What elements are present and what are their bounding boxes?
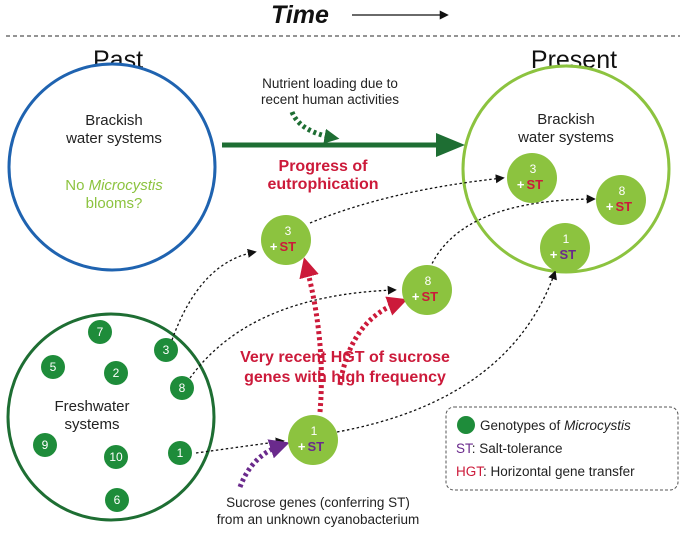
path-transit8-to-present <box>429 194 596 269</box>
freshwater-circle: Freshwater systems <box>6 312 216 522</box>
hgt-arrow-to-8 <box>337 296 408 386</box>
svg-text:+ST: +ST <box>270 239 296 254</box>
svg-text:3: 3 <box>285 224 292 238</box>
no-microcystis-text: No Microcystis <box>65 177 163 194</box>
svg-text:1: 1 <box>563 232 570 246</box>
time-label: Time <box>271 1 329 29</box>
blooms-text: blooms? <box>86 195 143 212</box>
past-brackish-line1: Brackish <box>85 112 143 129</box>
legend-genotype-swatch <box>457 416 475 434</box>
svg-text:+ST: +ST <box>550 247 576 262</box>
nutrient-line1: Nutrient loading due to <box>262 76 398 91</box>
present-brackish-line1: Brackish <box>537 111 595 128</box>
svg-text:3: 3 <box>163 343 170 357</box>
svg-text:+ST: +ST <box>517 177 543 192</box>
eutrophication-arrow <box>222 133 465 157</box>
hgt-text-line1: Very recent HGT of sucrose <box>240 349 450 366</box>
freshwater-line1: Freshwater <box>54 398 129 415</box>
transit-genotype-1: 1 +ST <box>288 415 338 465</box>
genotype-9: 9 <box>33 433 57 457</box>
freshwater-line2: systems <box>64 416 119 433</box>
path-8-to-transit <box>189 285 397 379</box>
eutrophication-line2: eutrophication <box>267 176 378 193</box>
genotype-2: 2 <box>104 361 128 385</box>
present-genotype-1: 1 +ST <box>540 223 590 273</box>
svg-text:+ST: +ST <box>298 439 324 454</box>
svg-text:8: 8 <box>179 381 186 395</box>
genotype-5: 5 <box>41 355 65 379</box>
nutrient-loading-arrow <box>289 110 340 144</box>
sucrose-line2: from an unknown cyanobacterium <box>217 512 420 527</box>
hgt-text-line2: genes with high frequency <box>244 369 446 386</box>
legend: Genotypes of Microcystis ST: Salt-tolera… <box>445 406 679 491</box>
svg-text:7: 7 <box>97 325 104 339</box>
genotype-8: 8 <box>170 376 194 400</box>
genotype-1: 1 <box>168 441 192 465</box>
svg-text:+ST: +ST <box>412 289 438 304</box>
past-brackish-circle: Brackish water systems No Microcystis bl… <box>7 62 217 272</box>
legend-hgt: HGT: Horizontal gene transfer <box>456 464 635 479</box>
legend-genotypes-text: Genotypes of Microcystis <box>480 418 631 433</box>
transit-genotype-3: 3 +ST <box>261 215 311 265</box>
svg-text:1: 1 <box>311 424 318 438</box>
present-brackish-line2: water systems <box>517 129 614 146</box>
sucrose-transfer-arrow <box>237 439 290 488</box>
hgt-arrow-to-3 <box>299 257 324 413</box>
svg-text:2: 2 <box>113 366 120 380</box>
svg-text:8: 8 <box>425 274 432 288</box>
present-genotype-3: 3 +ST <box>507 153 557 203</box>
genotype-6: 6 <box>105 488 129 512</box>
legend-st: ST: Salt-tolerance <box>456 441 563 456</box>
present-genotype-8: 8 +ST <box>596 175 646 225</box>
svg-text:8: 8 <box>619 184 626 198</box>
svg-text:5: 5 <box>50 360 57 374</box>
eutrophication-line1: Progress of <box>279 158 369 175</box>
svg-text:10: 10 <box>109 450 123 464</box>
genotype-3: 3 <box>154 338 178 362</box>
genotype-7: 7 <box>88 320 112 344</box>
svg-text:+ST: +ST <box>606 199 632 214</box>
path-transit3-to-present <box>309 174 505 224</box>
genotype-10: 10 <box>104 445 128 469</box>
svg-text:1: 1 <box>177 446 184 460</box>
path-3-to-transit <box>171 248 257 341</box>
transit-genotype-8: 8 +ST <box>402 265 452 315</box>
svg-text:9: 9 <box>42 438 49 452</box>
nutrient-line2: recent human activities <box>261 92 399 107</box>
past-brackish-line2: water systems <box>65 130 162 147</box>
svg-text:3: 3 <box>530 162 537 176</box>
svg-text:6: 6 <box>114 493 121 507</box>
sucrose-line1: Sucrose genes (conferring ST) <box>226 495 410 510</box>
